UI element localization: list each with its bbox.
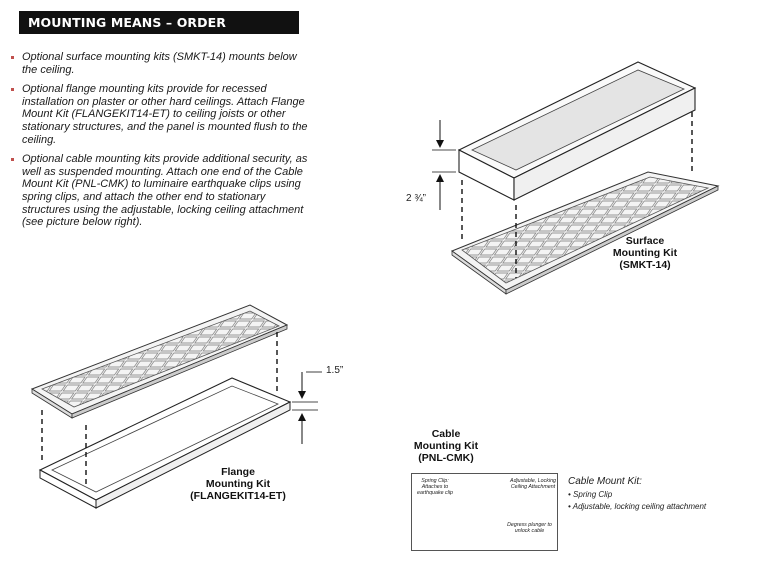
legend-item: • Spring Clip <box>568 490 613 499</box>
section-header: MOUNTING MEANS – ORDER SEPARATELY <box>19 11 299 53</box>
cable-kit-legend-title: Cable Mount Kit: <box>568 476 642 487</box>
feature-bullet-list: Optional surface mounting kits (SMKT-14)… <box>11 51 309 236</box>
caption-line: Cable <box>431 428 461 440</box>
caption-line: Mounting Kit <box>612 247 678 259</box>
surface-kit-dimension: 2 ¾” <box>406 193 427 204</box>
spring-clip-callout: Spring Clip: Attaches to earthquake clip <box>417 478 453 496</box>
cable-kit-illustration-box <box>411 473 558 551</box>
bullet-text: Optional cable mounting kits provide add… <box>22 153 308 229</box>
flange-kit-caption: Flange Mounting Kit (FLANGEKIT14-ET) <box>178 466 298 502</box>
legend-item-text: Spring Clip <box>573 490 613 499</box>
caption-line: (PNL-CMK) <box>418 452 474 464</box>
caption-line: (FLANGEKIT14-ET) <box>190 490 286 502</box>
flange-kit-frame <box>38 377 292 509</box>
bullet-marker-icon <box>11 88 14 92</box>
bullet-text: Optional flange mounting kits provide fo… <box>22 83 308 146</box>
bullet-surface-kit: Optional surface mounting kits (SMKT-14)… <box>11 51 309 76</box>
caption-line: Mounting Kit <box>205 478 271 490</box>
surface-kit-drawing <box>432 61 720 295</box>
flange-kit-drawing <box>30 304 322 509</box>
legend-item: • Adjustable, locking ceiling attachment <box>568 502 707 511</box>
surface-kit-frame <box>457 61 697 201</box>
caption-line: (SMKT-14) <box>619 259 671 271</box>
legend-item-text: Adjustable, locking ceiling attachment <box>572 502 707 511</box>
flange-kit-dimension: 1.5” <box>326 365 344 376</box>
surface-kit-panel <box>450 171 720 295</box>
bullet-marker-icon <box>11 56 14 59</box>
surface-kit-caption: Surface Mounting Kit (SMKT-14) <box>590 235 700 271</box>
bullet-flange-kit: Optional flange mounting kits provide fo… <box>11 83 309 146</box>
bullet-cable-kit: Optional cable mounting kits provide add… <box>11 153 309 229</box>
caption-line: Flange <box>221 466 255 478</box>
flange-kit-panel <box>30 304 289 419</box>
bullet-text: Optional surface mounting kits (SMKT-14)… <box>22 51 297 76</box>
bullet-marker-icon <box>11 158 14 162</box>
plunger-callout: Degress plunger to unlock cable <box>507 522 552 534</box>
cable-kit-legend-list: • Spring Clip • Adjustable, locking ceil… <box>568 489 706 513</box>
caption-line: Surface <box>625 235 665 247</box>
adjustable-attachment-callout: Adjustable, Locking Ceiling Attachment <box>510 478 556 490</box>
caption-line: Mounting Kit <box>413 440 479 452</box>
cable-kit-caption: Cable Mounting Kit (PNL-CMK) <box>396 428 496 464</box>
